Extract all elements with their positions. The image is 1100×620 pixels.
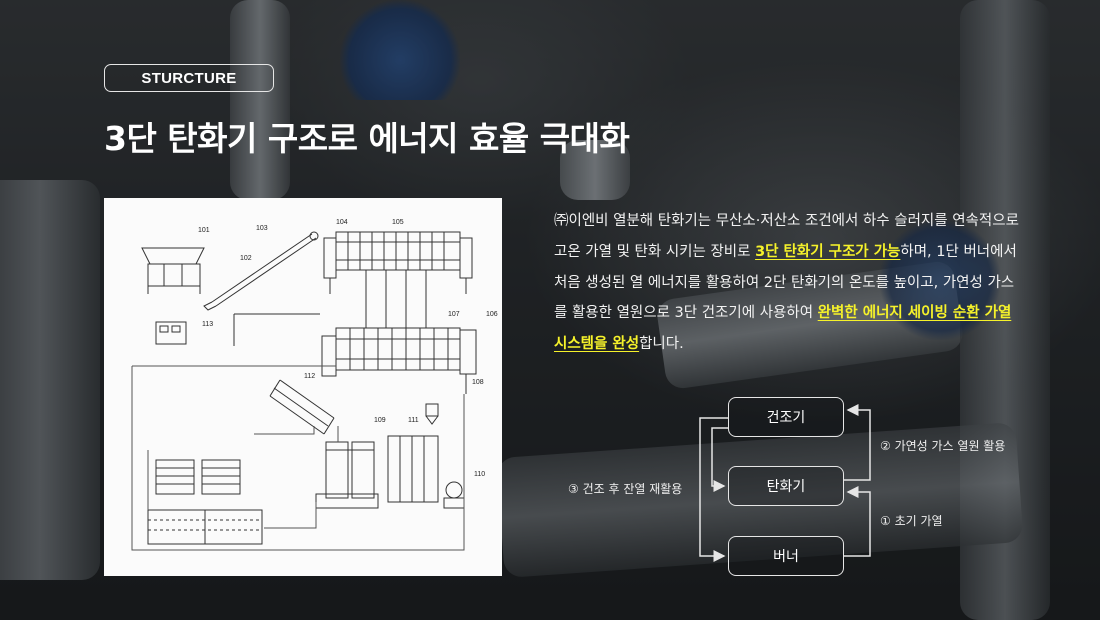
- carbonizer-107: [321, 327, 477, 394]
- water-tank: [147, 509, 263, 545]
- carbonizer-box: 탄화기: [728, 466, 844, 506]
- reuse-arrow-outer: [699, 417, 728, 562]
- control-panel-113: [155, 321, 187, 345]
- label-108: 108: [472, 379, 484, 386]
- cyclone-111: [425, 403, 439, 425]
- hopper-101: [141, 247, 205, 294]
- page-title: 3단 탄화기 구조로 에너지 효율 극대화: [104, 119, 630, 158]
- label-112: 112: [304, 373, 315, 380]
- piping: [131, 365, 465, 551]
- label-104: 104: [336, 219, 348, 226]
- label-113: 113: [202, 321, 213, 328]
- preheat-arrow: [844, 486, 871, 557]
- label-106: 106: [486, 311, 498, 318]
- reuse-arrow-inner: [711, 427, 728, 492]
- scrubber-109: [315, 435, 439, 509]
- gas-arrow: [844, 404, 871, 481]
- cooler-112: [269, 379, 335, 435]
- section-tag: STURCTURE: [104, 64, 274, 92]
- dryer-105: [323, 231, 473, 294]
- description-text: ㈜이엔비 열분해 탄화기는 무산소·저산소 조건에서 하수 슬러지를 연속적으로…: [554, 206, 1024, 360]
- description-part-3: 합니다.: [639, 336, 684, 353]
- label-105: 105: [392, 219, 404, 226]
- highlight-energy-saving: 완벽한 에너지 세이빙 순환 가열 시스템을 완성: [554, 305, 1012, 353]
- cooling-towers: [155, 459, 241, 495]
- label-102: 102: [240, 255, 252, 262]
- label-gas-heat: ② 가연성 가스 열원 활용: [880, 439, 1006, 453]
- label-103: 103: [256, 225, 268, 232]
- connectors: [233, 270, 427, 346]
- label-101: 101: [198, 227, 210, 234]
- highlight-three-stage: 3단 탄화기 구조가 가능: [755, 243, 901, 260]
- label-110: 110: [474, 471, 485, 478]
- label-residual-heat: ③ 건조 후 잔열 재활용: [568, 482, 683, 496]
- conveyor-103: [203, 231, 319, 311]
- dryer-box: 건조기: [728, 397, 844, 437]
- process-diagram: 101 102 103 104 105 106 107 108 109 110 …: [104, 198, 502, 576]
- description-part-2: 하며, 1단 버너에서 처음 생성된 열 에너지를 활용하여 2단 탄화기의 온…: [554, 243, 1017, 322]
- burner-box: 버너: [728, 536, 844, 576]
- label-preheat: ① 초기 가열: [880, 514, 943, 528]
- label-111: 111: [408, 417, 419, 424]
- label-109: 109: [374, 417, 386, 424]
- description-part-1: ㈜이엔비 열분해 탄화기는 무산소·저산소 조건에서 하수 슬러지를 연속적으로…: [554, 213, 1019, 260]
- label-107: 107: [448, 311, 460, 318]
